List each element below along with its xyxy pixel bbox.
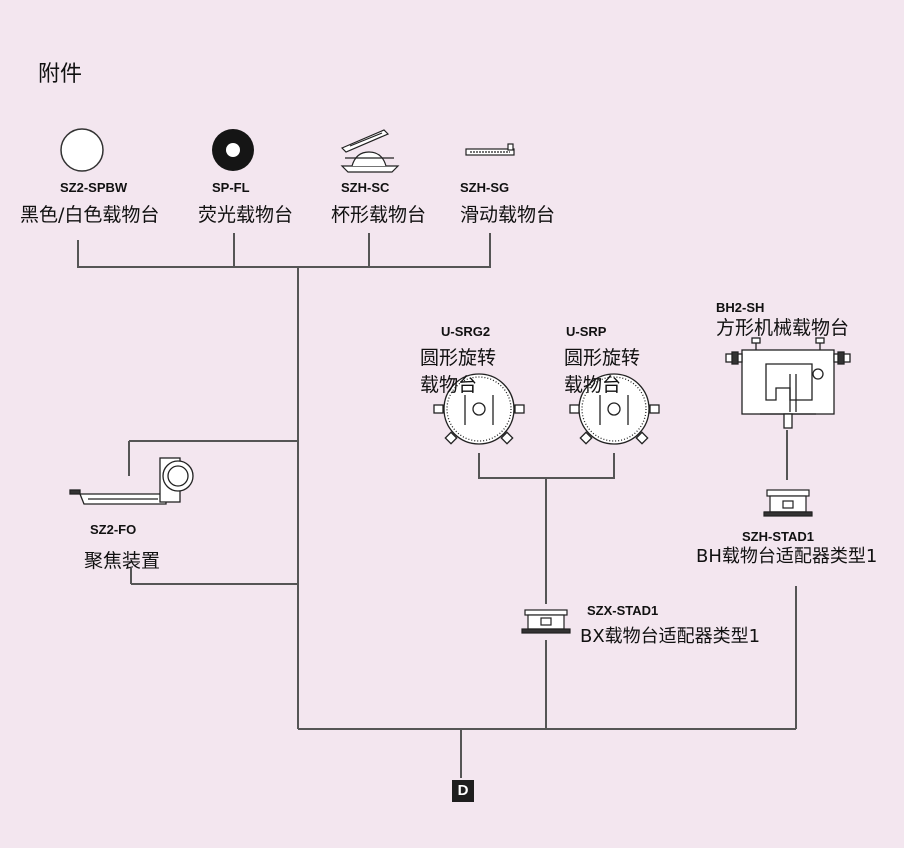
szh-stad1-name: BH载物台适配器类型1 bbox=[696, 546, 878, 567]
szh-sg-code: SZH-SG bbox=[460, 180, 510, 195]
szh-sg-name: 滑动载物台 bbox=[460, 204, 556, 226]
sp-fl-code: SP-FL bbox=[212, 180, 250, 195]
focusing-unit-icon bbox=[69, 457, 194, 505]
sz2-fo-name: 聚焦装置 bbox=[84, 550, 161, 572]
sp-fl-name: 荧光载物台 bbox=[198, 204, 294, 226]
connector-d-label: D bbox=[452, 780, 474, 802]
cup-stage-icon bbox=[340, 129, 400, 173]
sz2-spbw-name: 黑色/白色载物台 bbox=[20, 204, 160, 226]
u-srg2-name-line2: 载物台 bbox=[420, 374, 478, 396]
szh-sc-name: 杯形载物台 bbox=[331, 204, 427, 226]
black-ring-stage-icon bbox=[212, 129, 254, 171]
szx-stad1-name: BX载物台适配器类型1 bbox=[580, 626, 761, 647]
sz2-fo-code: SZ2-FO bbox=[90, 522, 137, 537]
szh-stad1-code: SZH-STAD1 bbox=[742, 529, 814, 544]
u-srp-code: U-SRP bbox=[566, 324, 607, 339]
stage-adapter-icon bbox=[763, 489, 813, 517]
bh2-sh-name: 方形机械载物台 bbox=[716, 317, 850, 339]
sz2-spbw-code: SZ2-SPBW bbox=[60, 180, 128, 195]
szx-stad1-code: SZX-STAD1 bbox=[587, 603, 659, 618]
rotating-stage-icon bbox=[433, 373, 525, 445]
rotating-stage-icon bbox=[569, 373, 660, 445]
u-srg2-name-line1: 圆形旋转 bbox=[420, 347, 497, 369]
mechanical-stage-icon bbox=[725, 337, 851, 429]
white-disc-stage-icon bbox=[60, 128, 104, 172]
page-title: 附件 bbox=[38, 62, 83, 87]
u-srp-name-line1: 圆形旋转 bbox=[564, 347, 641, 369]
gliding-stage-icon bbox=[465, 143, 515, 156]
szh-sc-code: SZH-SC bbox=[341, 180, 390, 195]
u-srp-name-line2: 载物台 bbox=[564, 374, 622, 396]
bh2-sh-code: BH2-SH bbox=[716, 300, 765, 315]
stage-adapter-icon bbox=[521, 609, 571, 634]
u-srg2-code: U-SRG2 bbox=[441, 324, 491, 339]
